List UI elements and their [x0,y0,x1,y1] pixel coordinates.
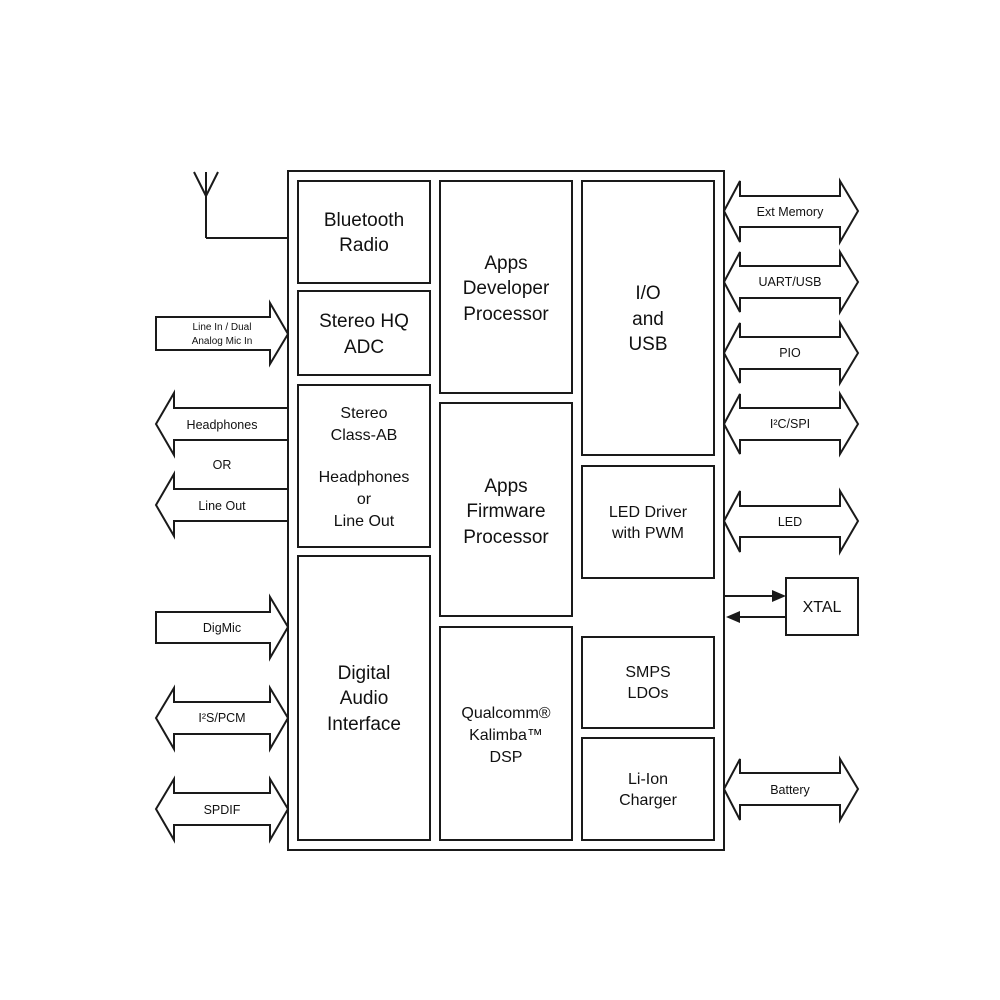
or-label: OR [213,458,232,472]
digital-audio-line2: Audio [340,688,389,709]
apps-dev-line2: Developer [463,278,550,299]
led-label: LED [778,515,802,529]
battery-label: Battery [770,783,810,797]
pio-label: PIO [779,346,801,360]
spdif-label: SPDIF [204,803,241,817]
apps-dev-line3: Processor [463,304,549,325]
antenna-icon [193,171,288,239]
i2c-spi-arrow: I²C/SPI [722,390,860,458]
kalimba-line3: DSP [490,749,523,766]
led-arrow: LED [722,487,860,556]
uart-usb-label: UART/USB [759,275,822,289]
headphones-arrow: Headphones [154,389,289,459]
battery-arrow: Battery [722,755,860,824]
headphones-label: Headphones [187,418,258,432]
io-usb-line2: and [632,309,664,330]
digmic-label: DigMic [203,621,241,635]
bluetooth-radio-line2: Radio [339,235,389,256]
led-driver-line2: with PWM [611,525,684,542]
digital-audio-interface-block: Digital Audio Interface [297,555,431,841]
apps-dev-line1: Apps [484,253,527,274]
stereo-adc-line2: ADC [344,337,384,358]
smps-line2: LDOs [628,685,669,702]
class-ab-line2: Class-AB [331,427,398,444]
smps-line1: SMPS [625,664,670,681]
line-out-label: Line Out [198,499,246,513]
pio-arrow: PIO [722,319,860,387]
class-ab-line6: Line Out [334,513,395,530]
digital-audio-line3: Interface [327,714,401,735]
io-usb-line3: USB [628,334,667,355]
class-ab-line1: Stereo [340,405,387,422]
apps-fw-line2: Firmware [466,501,545,522]
io-usb-block: I/O and USB [581,180,715,456]
ext-memory-arrow: Ext Memory [722,177,860,246]
stereo-adc-block: Stereo HQ ADC [297,290,431,376]
apps-firmware-processor-block: Apps Firmware Processor [439,402,573,617]
digmic-arrow: DigMic [155,593,290,662]
i2s-pcm-arrow: I²S/PCM [154,684,290,753]
line-out-arrow: Line Out [154,470,289,540]
charger-line1: Li-Ion [628,771,668,788]
led-driver-line1: LED Driver [609,504,688,521]
kalimba-dsp-block: Qualcomm® Kalimba™ DSP [439,626,573,841]
xtal-label: XTAL [803,599,842,616]
kalimba-line1: Qualcomm® [461,705,550,722]
apps-developer-processor-block: Apps Developer Processor [439,180,573,394]
apps-fw-line1: Apps [484,476,527,497]
stereo-adc-line1: Stereo HQ [319,311,409,332]
digital-audio-line1: Digital [338,663,391,684]
i2c-spi-label: I²C/SPI [770,417,810,431]
li-ion-charger-block: Li-Ion Charger [581,737,715,841]
xtal-wires [724,590,786,623]
class-ab-line4: Headphones [319,469,410,486]
spdif-arrow: SPDIF [154,775,290,844]
class-ab-block: Stereo Class-AB Headphones or Line Out [297,384,431,548]
uart-usb-arrow: UART/USB [722,248,860,316]
smps-ldos-block: SMPS LDOs [581,636,715,729]
xtal-block: XTAL [785,577,859,636]
io-usb-line1: I/O [635,283,660,304]
i2s-pcm-label: I²S/PCM [198,711,245,725]
bluetooth-radio-line1: Bluetooth [324,210,404,231]
charger-line2: Charger [619,792,677,809]
line-in-label-2: Analog Mic In [192,336,253,347]
led-driver-block: LED Driver with PWM [581,465,715,579]
ext-memory-label: Ext Memory [757,205,824,219]
class-ab-line5: or [357,491,372,508]
kalimba-line2: Kalimba™ [469,727,543,744]
apps-fw-line3: Processor [463,527,549,548]
line-in-arrow: Line In / Dual Analog Mic In [155,299,290,368]
line-in-label-1: Line In / Dual [193,322,252,333]
bluetooth-radio-block: Bluetooth Radio [297,180,431,284]
